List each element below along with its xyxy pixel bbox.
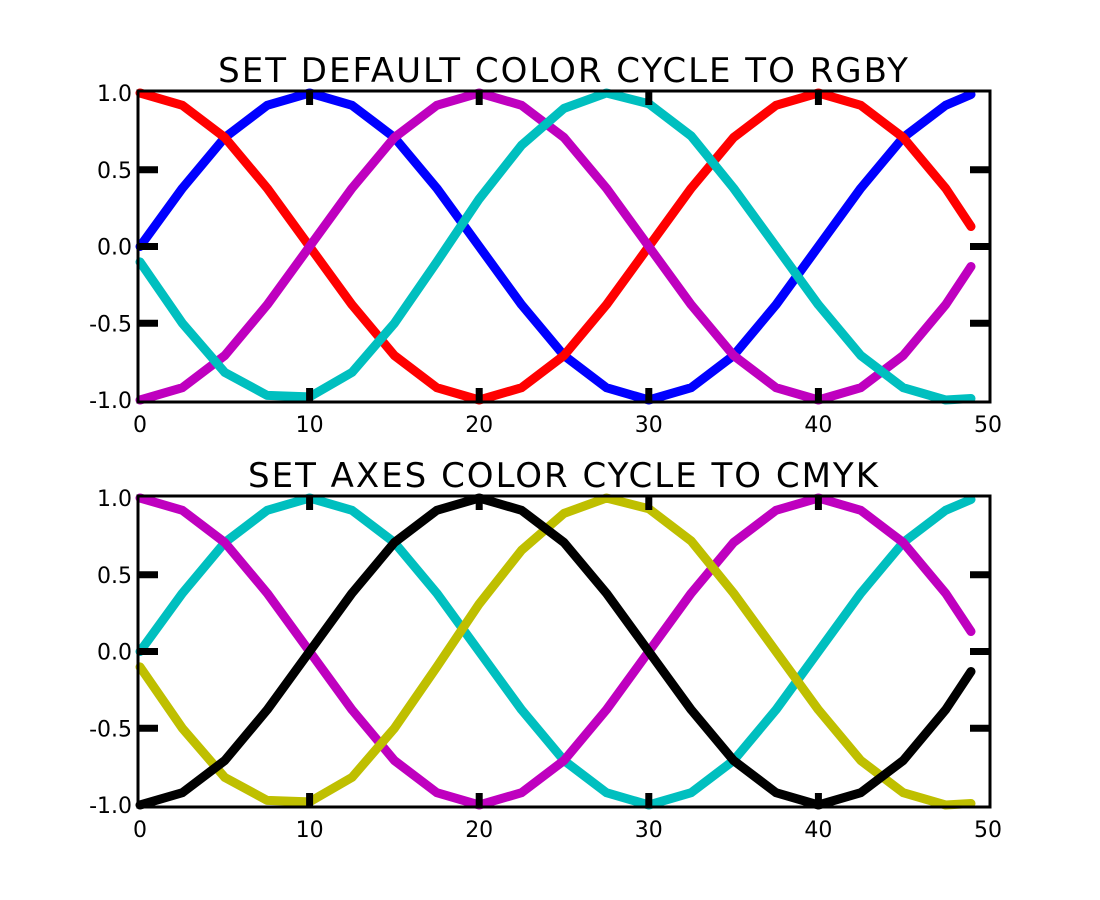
- top-chart-ytick-label: -1.0: [89, 389, 132, 414]
- top-chart-ytick-label: 0.5: [97, 159, 132, 184]
- bottom-chart-series-line-1: [135, 493, 976, 810]
- top-chart-xtick-label: 0: [133, 413, 147, 438]
- top-chart-series-line-2: [135, 88, 976, 405]
- top-chart-series: [135, 88, 976, 405]
- bottom-chart-title: Set axes color cycle to cmyk: [248, 456, 880, 496]
- top-chart-xtick-label: 20: [465, 413, 493, 438]
- bottom-chart-ticks: 0 10 20 30 40 50 -1.0 -0.5 0.0 0.5 1.0: [89, 487, 1002, 843]
- top-chart-ytick-label: -0.5: [89, 312, 132, 337]
- top-chart-ytick-label: 0.0: [97, 236, 132, 261]
- top-chart-xtick-label: 10: [296, 413, 324, 438]
- bottom-chart-ytick-label: -0.5: [89, 717, 132, 742]
- bottom-chart-xtick-label: 10: [296, 818, 324, 843]
- bottom-chart-ytick-label: 0.5: [97, 564, 132, 589]
- bottom-chart-xtick-label: 0: [133, 818, 147, 843]
- bottom-chart-series-line-4: [135, 493, 976, 810]
- top-chart-xtick-label: 30: [635, 413, 663, 438]
- top-chart-series-line-3: [135, 88, 976, 405]
- bottom-chart-ytick-label: 1.0: [97, 487, 132, 512]
- bottom-chart-xtick-label: 50: [974, 818, 1002, 843]
- bottom-chart-xtick-label: 30: [635, 818, 663, 843]
- top-chart-panel: Set default color cycle to rgby 0 10 20 30 4…: [89, 51, 1002, 438]
- bottom-chart-series-line-3: [135, 493, 976, 810]
- bottom-chart-panel: Set axes color cycle to cmyk 0 10 20 30 40 50…: [89, 456, 1002, 843]
- top-chart-xtick-label: 50: [974, 413, 1002, 438]
- top-chart-ticks: 0 10 20 30 40 50 -1.0 -0.5 0.0 0.5 1.0: [89, 82, 1002, 438]
- top-chart-series-line-4: [135, 88, 976, 405]
- top-chart-xtick-label: 40: [804, 413, 832, 438]
- bottom-chart-ytick-label: -1.0: [89, 794, 132, 819]
- bottom-chart-series-line-2: [135, 493, 976, 810]
- bottom-chart-ytick-label: 0.0: [97, 641, 132, 666]
- bottom-chart-xtick-label: 40: [804, 818, 832, 843]
- top-chart-ytick-label: 1.0: [97, 82, 132, 107]
- bottom-chart-xtick-label: 20: [465, 818, 493, 843]
- top-chart-series-line-1: [135, 88, 976, 405]
- bottom-chart-series: [135, 493, 976, 810]
- top-chart-title: Set default color cycle to rgby: [218, 51, 910, 91]
